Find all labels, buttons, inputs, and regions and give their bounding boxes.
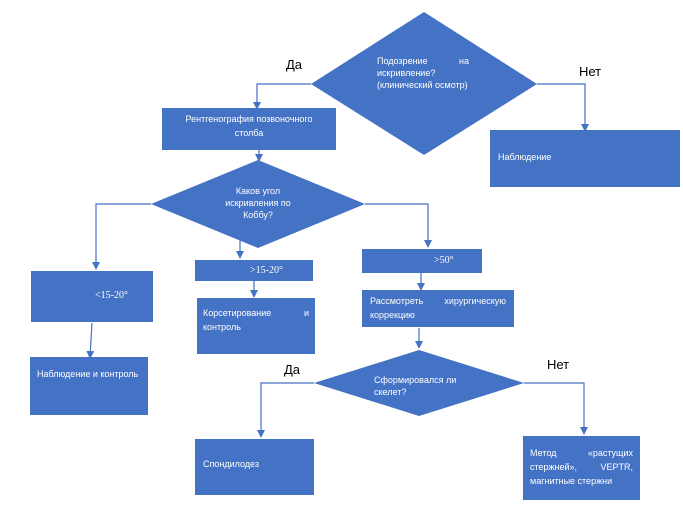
gt15-text: >15-20° — [250, 265, 283, 276]
cobb-decision — [151, 160, 365, 248]
connector-yes-bottom — [257, 382, 314, 438]
suspicion-decision — [311, 12, 537, 155]
connector-no-top — [537, 83, 589, 132]
connector-yes-top — [253, 83, 311, 110]
label-yes-top: Да — [286, 57, 303, 72]
skeleton-text: Сформировался ли скелет? — [374, 375, 457, 397]
observation-text: Наблюдение — [498, 152, 552, 162]
connector-no-bottom — [524, 382, 588, 435]
observation-control-box: Наблюдение и контроль — [30, 357, 148, 415]
label-yes-bottom: Да — [284, 362, 301, 377]
corset-text: Корсетирование и контроль — [203, 308, 309, 332]
suspicion-text: Подозрение на искривление? (клинический … — [377, 56, 469, 90]
connector-cobb-right — [365, 203, 432, 248]
connector-lt15-observe — [86, 322, 95, 359]
label-no-bottom: Нет — [547, 357, 570, 372]
lt15-box: <15-20° — [31, 271, 153, 322]
surgery-box: Рассмотреть хирургическую коррекцию — [362, 290, 514, 327]
cobb-text: Каков угол искривления по Коббу? — [225, 186, 291, 220]
observation-control-text: Наблюдение и контроль — [37, 369, 139, 379]
gt50-text: >50° — [434, 255, 454, 266]
observation-box: Наблюдение — [490, 130, 680, 187]
method-text: Метод «растущих стержней», VEPTR, магнит… — [530, 448, 633, 486]
method-box: Метод «растущих стержней», VEPTR, магнит… — [523, 436, 640, 500]
corset-box: Корсетирование и контроль — [197, 298, 315, 354]
xray-box: Рентгенография позвоночного столба — [162, 108, 336, 150]
gt15-box: >15-20° — [195, 260, 313, 281]
connector-cobb-left — [92, 203, 151, 270]
lt15-text: <15-20° — [95, 290, 128, 301]
spondylodesis-text: Спондилодез — [203, 459, 259, 469]
gt50-box: >50° — [362, 249, 482, 273]
spondylodesis-box: Спондилодез — [195, 439, 314, 495]
skeleton-decision — [314, 350, 524, 416]
label-no-top: Нет — [579, 64, 602, 79]
surgery-text: Рассмотреть хирургическую коррекцию — [370, 296, 506, 320]
xray-text: Рентгенография позвоночного столба — [185, 114, 313, 138]
